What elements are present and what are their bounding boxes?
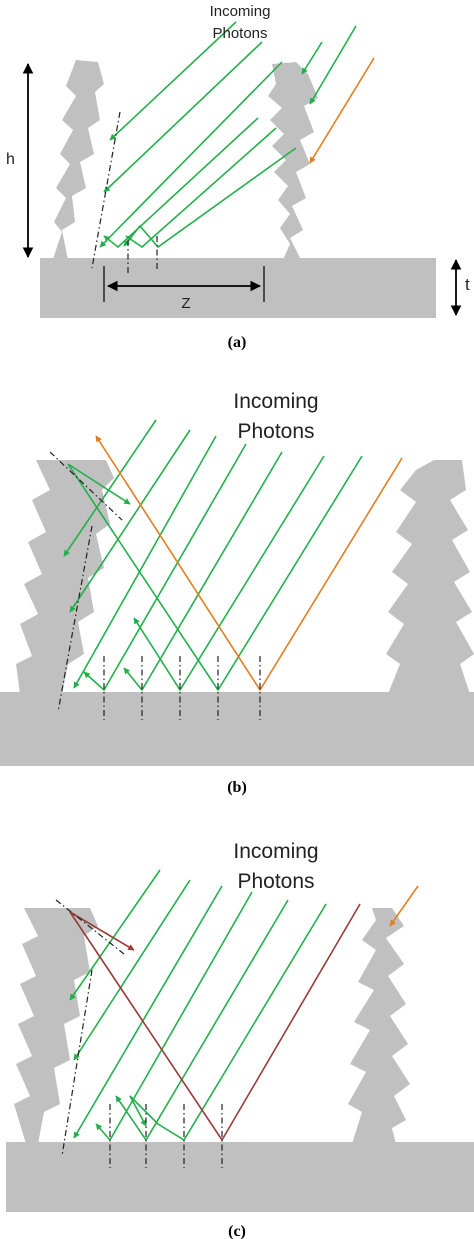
green-photon-b4	[83, 443, 247, 692]
green-photon-a7	[301, 41, 323, 75]
caption-c: (c)	[228, 1223, 246, 1239]
green-photon-b2	[69, 429, 191, 613]
green-photon-c3	[73, 885, 223, 1139]
normal-line-c2	[61, 969, 93, 1157]
title-c-line1: Incoming	[233, 840, 318, 863]
caption-b: (b)	[227, 779, 247, 796]
green-photon-b5	[123, 451, 283, 692]
green-photon-c2	[73, 879, 191, 1061]
normal-line-c1	[55, 899, 125, 955]
brown-photon-c	[69, 903, 361, 1142]
right-pillar-c	[348, 908, 410, 1144]
right-pillar-b	[386, 460, 474, 694]
height-label: h	[6, 151, 15, 168]
substrate-c	[6, 1142, 474, 1212]
orange-photon-b	[95, 435, 403, 692]
green-photon-b3	[73, 435, 217, 689]
title-c-line2: Photons	[237, 870, 314, 893]
green-photon-c1	[69, 869, 161, 1001]
left-pillar-c	[14, 908, 98, 1144]
caption-a: (a)	[228, 334, 247, 351]
normal-line-b1	[49, 451, 123, 521]
thickness-label: t	[465, 275, 470, 294]
green-photon-a6	[123, 147, 297, 249]
panel-a: Incoming Photons h t Z (a)	[6, 3, 470, 351]
title-a-line1: Incoming	[210, 3, 271, 20]
green-photon-b7	[67, 455, 363, 692]
green-photon-a5	[125, 127, 277, 249]
green-photon-a2	[103, 41, 263, 193]
orange-photon-a	[309, 57, 375, 164]
substrate-b	[0, 692, 474, 766]
panel-b: Incoming Photons (b)	[0, 390, 474, 796]
title-b-line1: Incoming	[233, 390, 318, 413]
left-pillar-a	[52, 60, 104, 262]
green-photon-a8	[309, 25, 357, 105]
orange-photon-c	[389, 885, 419, 927]
green-photon-a3	[99, 61, 283, 248]
right-pillar-a	[268, 62, 318, 262]
panel-c: Incoming Photons (c)	[6, 840, 474, 1239]
substrate-a	[40, 258, 436, 318]
title-b-line2: Photons	[237, 420, 314, 443]
green-photon-b6	[133, 455, 325, 692]
green-photon-c6	[129, 903, 327, 1142]
title-a-line2: Photons	[212, 25, 267, 42]
green-photon-a4	[103, 117, 259, 249]
spacing-label: Z	[181, 295, 190, 312]
green-photon-b1	[63, 419, 157, 557]
green-photon-a1	[109, 21, 237, 141]
normal-line-b2	[57, 525, 93, 713]
left-pillar-b	[16, 460, 114, 694]
